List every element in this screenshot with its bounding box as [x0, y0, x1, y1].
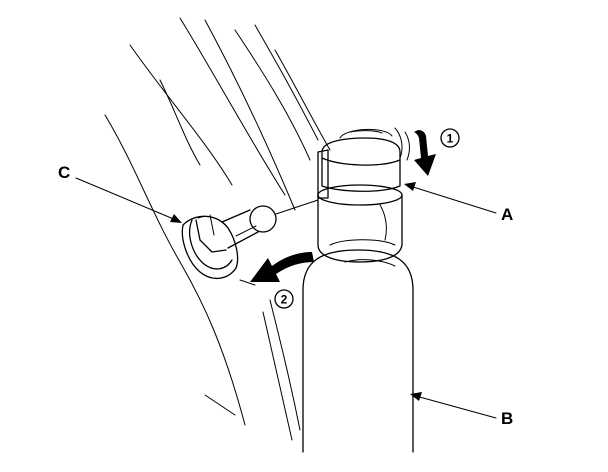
step-one-arrow	[414, 130, 436, 176]
leader-lines	[75, 177, 497, 419]
step-one-number: 1	[447, 132, 454, 146]
callout-b: B	[501, 409, 513, 428]
callout-a: A	[501, 205, 513, 224]
body-panel-lines	[104, 17, 331, 441]
step-two-marker: 2	[274, 289, 294, 309]
callout-c: C	[58, 163, 70, 182]
strut-body	[302, 249, 414, 453]
ball-stud	[181, 199, 319, 279]
step-two-number: 2	[281, 293, 288, 307]
step-two-arrow	[250, 252, 314, 282]
strut-end-fitting	[317, 127, 410, 263]
step-one-marker: 1	[440, 128, 460, 148]
